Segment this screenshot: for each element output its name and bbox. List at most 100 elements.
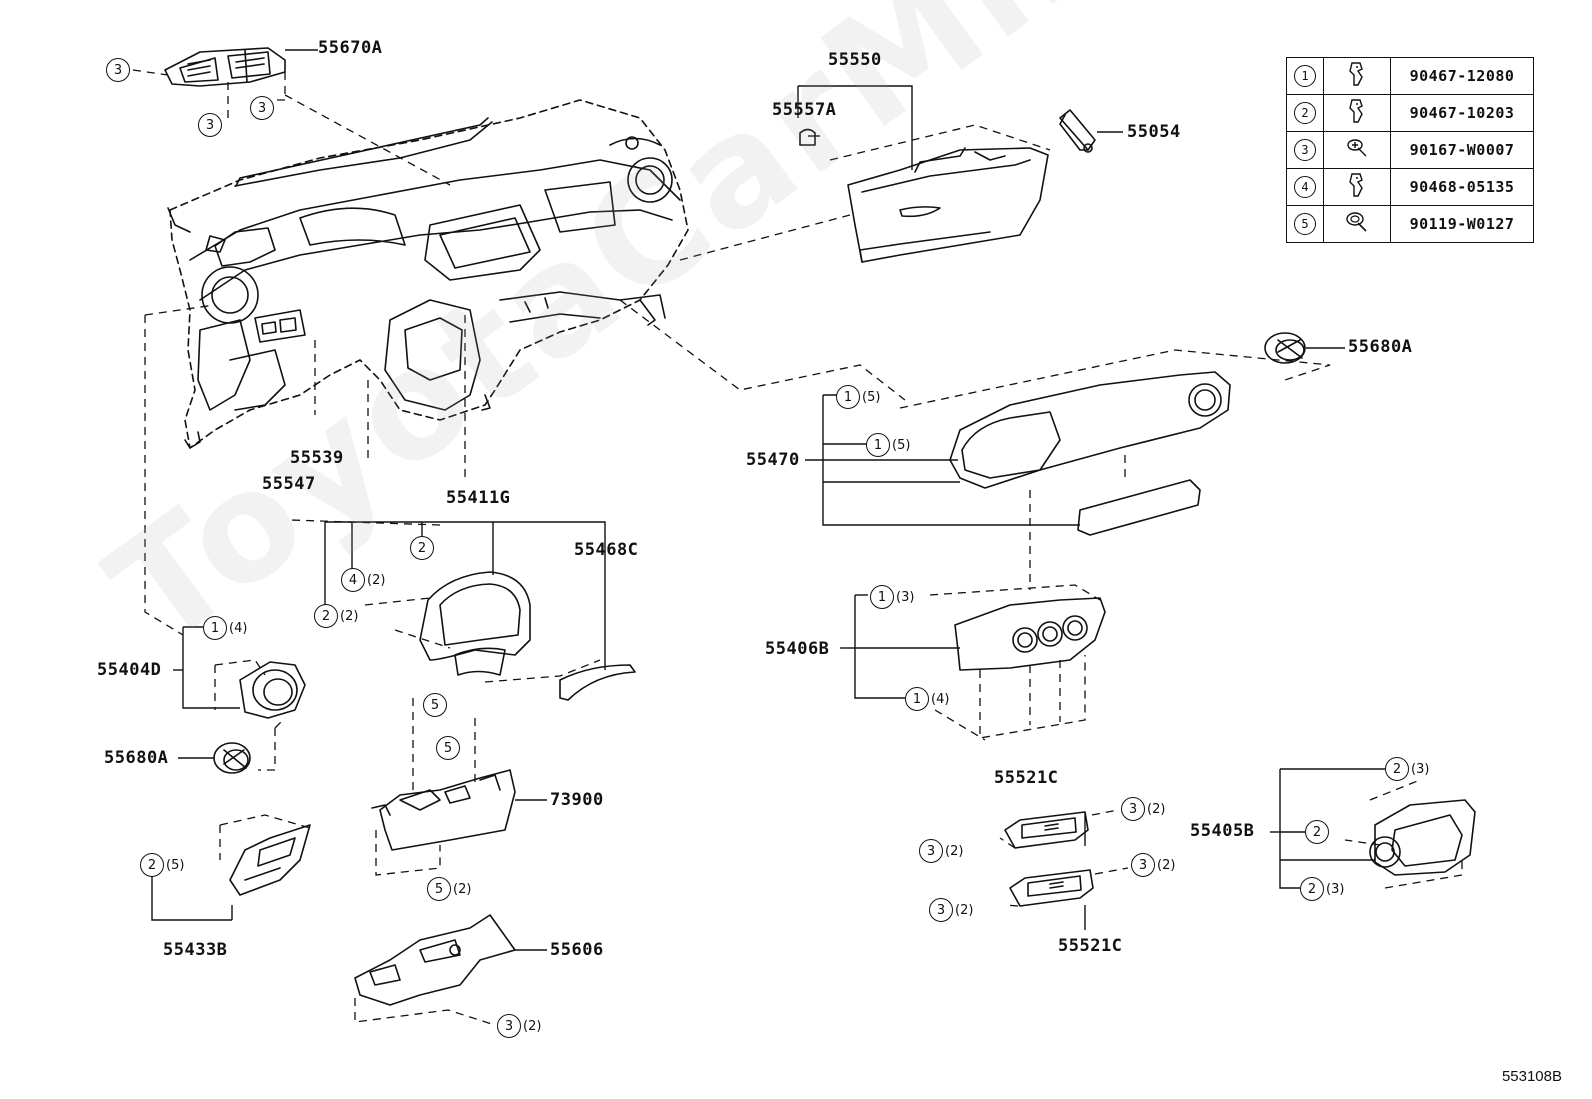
callout: 1(4) [905, 686, 949, 712]
part-label-55550[interactable]: 55550 [828, 50, 882, 70]
callout: 2(3) [1300, 876, 1344, 902]
part-label-55680A-top[interactable]: 55680A [1348, 337, 1413, 357]
part-label-55470[interactable]: 55470 [746, 450, 800, 470]
part-label-55547[interactable]: 55547 [262, 474, 316, 494]
callout-qty: (2) [367, 572, 386, 588]
callout-number: 1 [905, 687, 929, 711]
side-cluster-55405B-drawing [1369, 799, 1476, 876]
bulb-55557A-drawing [799, 128, 816, 146]
callout: 2(2) [314, 603, 358, 629]
legend-part-number: 90467-10203 [1390, 94, 1534, 132]
part-label-55433B[interactable]: 55433B [163, 940, 228, 960]
side-vent-55404D-drawing [239, 661, 306, 719]
callout-number: 3 [497, 1014, 521, 1038]
trim-55468C-drawing [559, 664, 636, 701]
callout-number: 5 [436, 736, 460, 760]
callout-number: 3 [198, 113, 222, 137]
callout-number: 2 [1385, 757, 1409, 781]
legend-part-number: 90467-12080 [1390, 57, 1534, 95]
callout: 3(2) [919, 838, 963, 864]
callout-number: 1 [870, 585, 894, 609]
callout-number: 3 [929, 898, 953, 922]
legend-row[interactable]: 5 90119-W0127 [1286, 205, 1534, 243]
callout: 3 [198, 112, 222, 138]
callout: 5 [436, 735, 460, 761]
fastener-legend-table: 1 90467-12080 2 90467-10203 3 90167-W000… [1286, 57, 1534, 243]
part-label-55539[interactable]: 55539 [290, 448, 344, 468]
part-label-55405B[interactable]: 55405B [1190, 821, 1255, 841]
callout: 3(2) [1121, 796, 1165, 822]
vent-55680A-top-drawing [1264, 332, 1306, 364]
legend-part-number: 90167-W0007 [1390, 131, 1534, 169]
lower-panel-55433B-drawing [229, 824, 311, 896]
callout-qty: (2) [523, 1018, 542, 1034]
part-label-55557A[interactable]: 55557A [772, 100, 837, 120]
instrument-panel-drawing [167, 99, 689, 449]
callout-number: 2 [314, 604, 338, 628]
callout-number: 2 [140, 853, 164, 877]
screw-icon [1346, 212, 1367, 232]
legend-part-number: 90119-W0127 [1390, 205, 1534, 243]
switch-55521C-bottom-drawing [1009, 869, 1094, 907]
bottom-tray-55606-drawing [354, 914, 516, 1006]
callout-qty: (4) [229, 620, 248, 636]
legend-number: 1 [1294, 65, 1316, 87]
part-label-73900[interactable]: 73900 [550, 790, 604, 810]
callout: 1(3) [870, 584, 914, 610]
latch-55054-drawing [1059, 109, 1096, 153]
callout-number: 1 [866, 433, 890, 457]
clip-icon [1349, 173, 1363, 197]
part-label-55404D[interactable]: 55404D [97, 660, 162, 680]
part-label-55606[interactable]: 55606 [550, 940, 604, 960]
callout: 2 [1305, 819, 1329, 845]
center-panel-55406B-drawing [954, 597, 1106, 671]
callout-number: 3 [919, 839, 943, 863]
callout-qty: (5) [862, 389, 881, 405]
vent-55680A-left-drawing [213, 742, 251, 774]
callout-number: 5 [427, 877, 451, 901]
callout-number: 3 [250, 96, 274, 120]
part-label-55521C-bottom[interactable]: 55521C [1058, 936, 1123, 956]
legend-part-number: 90468-05135 [1390, 168, 1534, 206]
part-label-55411G[interactable]: 55411G [446, 488, 511, 508]
callout-qty: (3) [1411, 761, 1430, 777]
legend-row[interactable]: 4 90468-05135 [1286, 168, 1534, 206]
part-label-55680A-left[interactable]: 55680A [104, 748, 169, 768]
callout-qty: (2) [1157, 857, 1176, 873]
part-label-55054[interactable]: 55054 [1127, 122, 1181, 142]
callout-qty: (3) [1326, 881, 1345, 897]
assembly-lines [132, 69, 1463, 1026]
legend-row[interactable]: 3 90167-W0007 [1286, 131, 1534, 169]
part-label-55468C[interactable]: 55468C [574, 540, 639, 560]
callout-qty: (5) [166, 857, 185, 873]
callout-qty: (5) [892, 437, 911, 453]
callout-number: 2 [410, 536, 434, 560]
callout-number: 3 [1121, 797, 1145, 821]
switch-55521C-top-drawing [1004, 811, 1089, 849]
legend-row[interactable]: 2 90467-10203 [1286, 94, 1534, 132]
knee-panel-73900-drawing [371, 769, 516, 851]
callout-number: 4 [341, 568, 365, 592]
meter-hood-55411G-drawing [419, 571, 531, 676]
callout: 3(2) [497, 1013, 541, 1039]
callout: 3 [106, 57, 130, 83]
callout: 3(2) [929, 897, 973, 923]
screw-icon [1347, 139, 1367, 157]
callout: 3 [250, 95, 274, 121]
callout-number: 2 [1305, 820, 1329, 844]
clip-icon [1349, 62, 1363, 86]
callout: 2(5) [140, 852, 184, 878]
legend-row[interactable]: 1 90467-12080 [1286, 57, 1534, 95]
callout-number: 1 [836, 385, 860, 409]
legend-number: 4 [1294, 176, 1316, 198]
part-label-55521C-top[interactable]: 55521C [994, 768, 1059, 788]
legend-number: 3 [1294, 139, 1316, 161]
callout-qty: (2) [340, 608, 359, 624]
callout: 1(5) [836, 384, 880, 410]
legend-number: 5 [1294, 213, 1316, 235]
part-label-55406B[interactable]: 55406B [765, 639, 830, 659]
callout: 4(2) [341, 567, 385, 593]
callout-qty: (4) [931, 691, 950, 707]
part-label-55670A[interactable]: 55670A [318, 38, 383, 58]
